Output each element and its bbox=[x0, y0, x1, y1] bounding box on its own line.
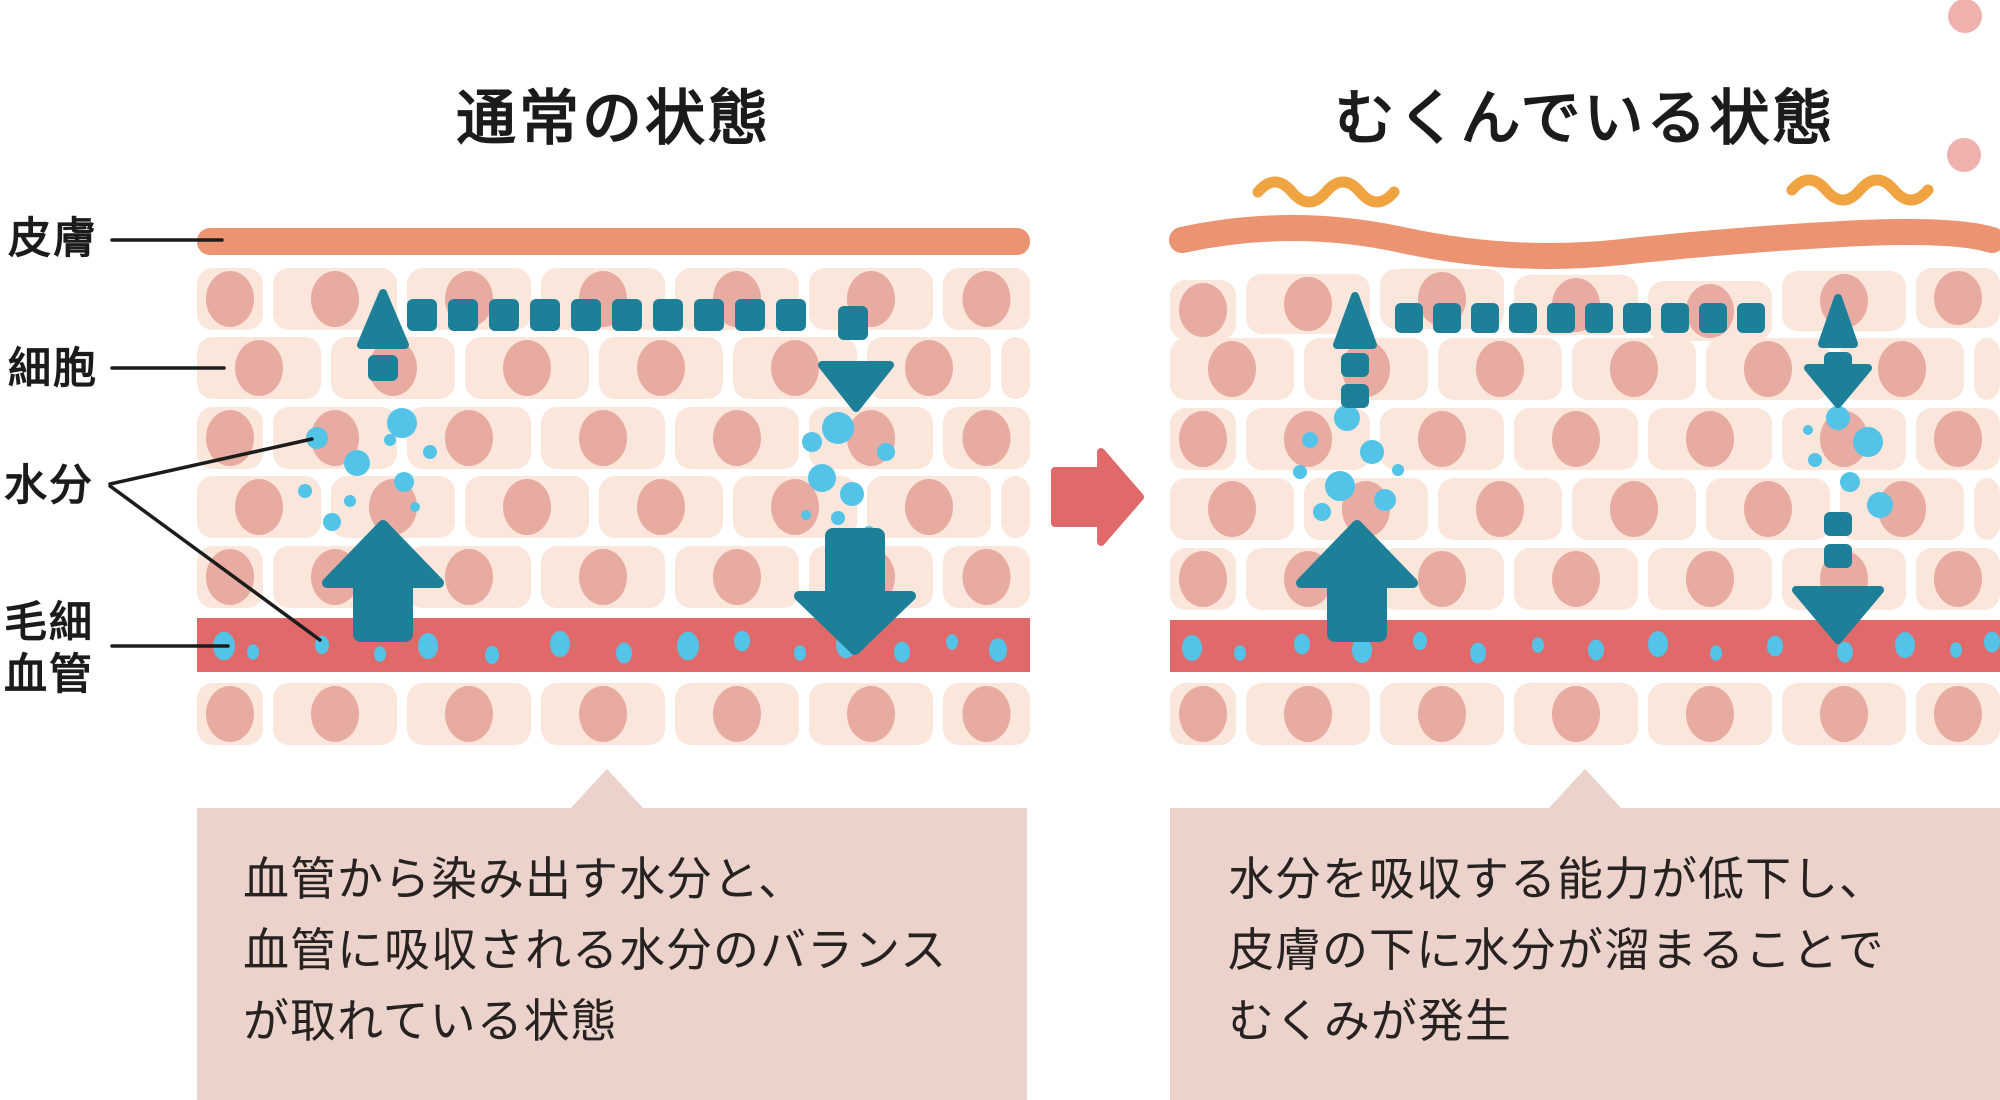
caption-line: が取れている状態 bbox=[243, 995, 618, 1047]
skin-layer-bar bbox=[197, 228, 1030, 255]
caption-line: 水分を吸収する能力が低下し、 bbox=[1228, 853, 1886, 905]
label-pointer-lines bbox=[108, 238, 322, 648]
dashed-down-arrow-right bbox=[1792, 512, 1884, 644]
decor-circle-icon bbox=[1948, 0, 1982, 33]
pointer-line bbox=[108, 437, 314, 486]
caption-line: むくみが発生 bbox=[1228, 995, 1512, 1047]
callout-pointer bbox=[570, 769, 644, 809]
squiggle-icon bbox=[1252, 176, 1400, 208]
caption-line: 血管に吸収される水分のバランス bbox=[243, 924, 948, 976]
right-panel-title: むくんでいる状態 bbox=[1334, 85, 1836, 152]
flow-up-arrow-left bbox=[322, 520, 444, 642]
skin-layer-wavy bbox=[1169, 215, 2000, 269]
label-water: 水分 bbox=[4, 462, 94, 510]
caption-line: 血管から染み出す水分と、 bbox=[243, 853, 806, 905]
left-callout-box: 血管から染み出す水分と、 血管に吸収される水分のバランス が取れている状態 bbox=[197, 769, 1027, 1100]
diagram-swollen-skin bbox=[1169, 215, 2000, 745]
decor-circles bbox=[1947, 0, 1982, 172]
squiggle-icons bbox=[1252, 174, 1934, 208]
label-skin: 皮膚 bbox=[8, 215, 98, 263]
dashed-flow-path-right bbox=[1333, 292, 1872, 408]
left-panel-title: 通常の状態 bbox=[456, 85, 771, 152]
right-callout-box: 水分を吸収する能力が低下し、 皮膚の下に水分が溜まることで むくみが発生 bbox=[1170, 769, 2000, 1100]
caption-line: 皮膚の下に水分が溜まることで bbox=[1228, 924, 1885, 976]
flow-down-arrow-left bbox=[794, 528, 916, 655]
pointer-line bbox=[108, 484, 322, 642]
label-capillary-line1: 毛細 bbox=[4, 599, 94, 647]
label-capillary-line2: 血管 bbox=[4, 651, 94, 699]
label-capillary: 毛細血管 bbox=[4, 597, 94, 701]
decor-circle-icon bbox=[1947, 138, 1981, 172]
flow-up-arrow-right bbox=[1296, 520, 1418, 642]
transition-arrow-icon bbox=[1051, 448, 1144, 546]
dashed-flow-path-left bbox=[357, 289, 894, 412]
label-cell: 細胞 bbox=[8, 345, 98, 393]
squiggle-icon bbox=[1786, 174, 1934, 206]
callout-pointer bbox=[1548, 769, 1622, 809]
